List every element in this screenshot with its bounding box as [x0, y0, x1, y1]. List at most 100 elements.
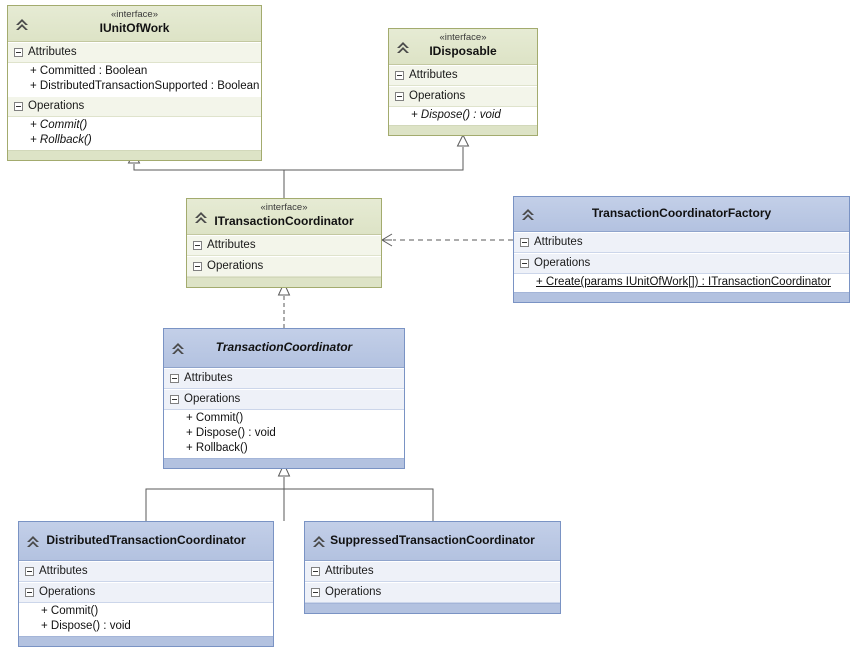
collapse-minus-icon[interactable]	[170, 395, 179, 404]
operations-compartment-header[interactable]: Operations	[187, 256, 381, 277]
attributes-compartment-header[interactable]: Attributes	[389, 65, 537, 86]
class-footer-bar	[514, 292, 849, 302]
class-header-transactioncoordinatorfactory: TransactionCoordinatorFactory	[514, 197, 849, 232]
attributes-label: Attributes	[39, 565, 88, 577]
attributes-compartment-header[interactable]: Attributes	[164, 368, 404, 389]
class-footer-bar	[19, 636, 273, 646]
class-box-suppressedtransactioncoordinator[interactable]: SuppressedTransactionCoordinator Attribu…	[304, 521, 561, 614]
operations-compartment-header[interactable]: Operations	[8, 96, 261, 117]
class-stereotype: «interface»	[439, 32, 487, 43]
double-chevron-up-icon	[395, 39, 411, 55]
attributes-label: Attributes	[409, 69, 458, 81]
operations-label: Operations	[39, 586, 96, 598]
class-name: SuppressedTransactionCoordinator	[330, 533, 535, 547]
operation-item[interactable]: + Dispose() : void	[411, 109, 501, 121]
class-header-idisposable: «interface» IDisposable	[389, 29, 537, 65]
attributes-compartment-header[interactable]: Attributes	[187, 235, 381, 256]
class-footer-bar	[8, 150, 261, 160]
operation-item[interactable]: + Rollback()	[186, 442, 248, 454]
class-box-distributedtransactioncoordinator[interactable]: DistributedTransactionCoordinator Attrib…	[18, 521, 274, 647]
class-stereotype: «interface»	[260, 202, 308, 213]
operations-list: + Commit() + Rollback()	[8, 117, 261, 150]
operations-label: Operations	[409, 90, 466, 102]
attributes-compartment-header[interactable]: Attributes	[514, 232, 849, 253]
operation-item[interactable]: + Commit()	[41, 605, 99, 617]
double-chevron-up-icon	[170, 340, 186, 356]
attributes-compartment-header[interactable]: Attributes	[19, 561, 273, 582]
collapse-minus-icon[interactable]	[14, 102, 23, 111]
collapse-minus-icon[interactable]	[311, 567, 320, 576]
connector-subclasses-to-transactioncoordinator	[145, 462, 434, 521]
class-name: ITransactionCoordinator	[214, 214, 354, 228]
class-footer-bar	[187, 277, 381, 287]
attributes-label: Attributes	[534, 236, 583, 248]
operations-compartment-header[interactable]: Operations	[389, 86, 537, 107]
class-name: TransactionCoordinatorFactory	[591, 206, 772, 220]
operation-item[interactable]: + Dispose() : void	[41, 620, 131, 632]
collapse-minus-icon[interactable]	[25, 588, 34, 597]
operation-item[interactable]: + Commit()	[186, 412, 244, 424]
class-box-idisposable[interactable]: «interface» IDisposable Attributes Opera…	[388, 28, 538, 136]
operation-item[interactable]: + Create(params IUnitOfWork[]) : ITransa…	[536, 276, 831, 288]
operation-item[interactable]: + Rollback()	[30, 134, 92, 146]
operations-list: + Create(params IUnitOfWork[]) : ITransa…	[514, 274, 849, 292]
operations-label: Operations	[325, 586, 382, 598]
attributes-label: Attributes	[207, 239, 256, 251]
class-box-iunitofwork[interactable]: «interface» IUnitOfWork Attributes + Com…	[7, 5, 262, 161]
operations-compartment-header[interactable]: Operations	[514, 253, 849, 274]
attributes-label: Attributes	[325, 565, 374, 577]
operations-compartment-header[interactable]: Operations	[19, 582, 273, 603]
operations-label: Operations	[28, 100, 85, 112]
operations-list: + Commit() + Dispose() : void + Rollback…	[164, 410, 404, 458]
operations-label: Operations	[184, 393, 241, 405]
attributes-label: Attributes	[28, 46, 77, 58]
operations-compartment-header[interactable]: Operations	[164, 389, 404, 410]
class-footer-bar	[389, 125, 537, 135]
class-footer-bar	[305, 603, 560, 613]
attributes-list: + Committed : Boolean + DistributedTrans…	[8, 63, 261, 96]
operations-list: + Dispose() : void	[389, 107, 537, 125]
collapse-minus-icon[interactable]	[193, 262, 202, 271]
collapse-minus-icon[interactable]	[520, 259, 529, 268]
class-name: TransactionCoordinator	[215, 340, 353, 354]
operation-item[interactable]: + Dispose() : void	[186, 427, 276, 439]
class-box-transactioncoordinator[interactable]: TransactionCoordinator Attributes Operat…	[163, 328, 405, 469]
connector-transactioncoordinator-to-itransactioncoordinator	[277, 281, 291, 328]
double-chevron-up-icon	[520, 206, 536, 222]
collapse-minus-icon[interactable]	[311, 588, 320, 597]
class-header-iunitofwork: «interface» IUnitOfWork	[8, 6, 261, 42]
class-name: DistributedTransactionCoordinator	[46, 533, 246, 547]
attributes-compartment-header[interactable]: Attributes	[305, 561, 560, 582]
class-header-distributedtransactioncoordinator: DistributedTransactionCoordinator	[19, 522, 273, 561]
collapse-minus-icon[interactable]	[193, 241, 202, 250]
attributes-compartment-header[interactable]: Attributes	[8, 42, 261, 63]
collapse-minus-icon[interactable]	[170, 374, 179, 383]
class-header-transactioncoordinator: TransactionCoordinator	[164, 329, 404, 368]
collapse-minus-icon[interactable]	[395, 92, 404, 101]
connector-factory-to-itransactioncoordinator	[381, 233, 513, 247]
connector-itransactioncoordinator-to-idisposable	[284, 133, 470, 171]
class-footer-bar	[164, 458, 404, 468]
operations-label: Operations	[207, 260, 264, 272]
operations-compartment-header[interactable]: Operations	[305, 582, 560, 603]
operations-list: + Commit() + Dispose() : void	[19, 603, 273, 636]
double-chevron-up-icon	[193, 209, 209, 225]
attribute-item[interactable]: + Committed : Boolean	[30, 65, 148, 77]
class-header-itransactioncoordinator: «interface» ITransactionCoordinator	[187, 199, 381, 235]
double-chevron-up-icon	[14, 16, 30, 32]
attributes-label: Attributes	[184, 372, 233, 384]
collapse-minus-icon[interactable]	[395, 71, 404, 80]
double-chevron-up-icon	[25, 533, 41, 549]
attribute-item[interactable]: + DistributedTransactionSupported : Bool…	[30, 80, 260, 92]
class-box-itransactioncoordinator[interactable]: «interface» ITransactionCoordinator Attr…	[186, 198, 382, 288]
collapse-minus-icon[interactable]	[14, 48, 23, 57]
operation-item[interactable]: + Commit()	[30, 119, 88, 131]
double-chevron-up-icon	[311, 533, 327, 549]
class-header-suppressedtransactioncoordinator: SuppressedTransactionCoordinator	[305, 522, 560, 561]
collapse-minus-icon[interactable]	[520, 238, 529, 247]
class-box-transactioncoordinatorfactory[interactable]: TransactionCoordinatorFactory Attributes…	[513, 196, 850, 303]
collapse-minus-icon[interactable]	[25, 567, 34, 576]
class-name: IDisposable	[429, 44, 497, 58]
class-stereotype: «interface»	[110, 9, 158, 20]
